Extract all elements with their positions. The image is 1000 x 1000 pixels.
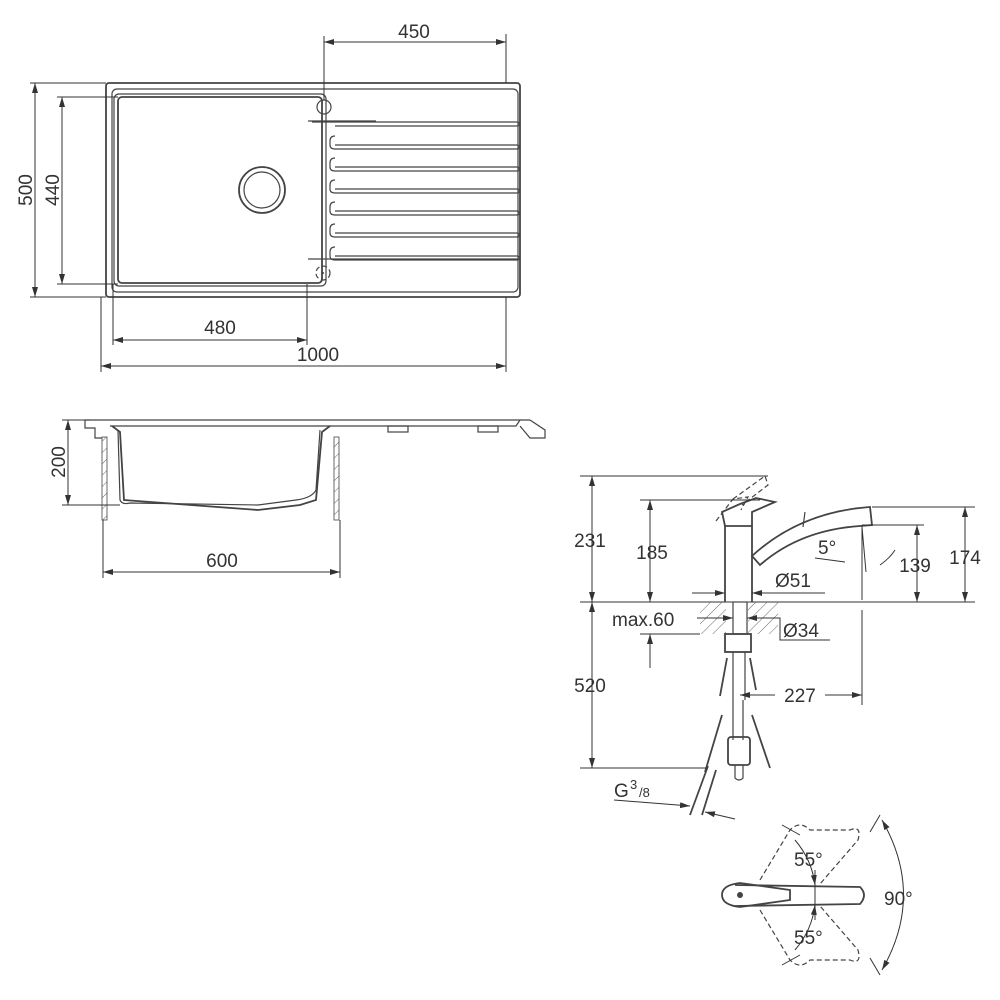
drainer-groove <box>312 121 521 127</box>
spout-rotated-up <box>759 824 860 885</box>
dim-diameter-51: Ø51 <box>775 571 811 592</box>
drainer-groove <box>329 179 521 194</box>
tap-hole <box>316 99 332 115</box>
dim-139: 139 <box>899 556 931 577</box>
faucet-lever <box>720 497 778 527</box>
dim-520: 520 <box>574 676 606 697</box>
dim-450: 450 <box>398 22 430 43</box>
faucet-body <box>724 525 753 602</box>
dim-185: 185 <box>636 543 668 564</box>
svg-text:G: G <box>614 781 629 802</box>
svg-text:3: 3 <box>630 777 637 792</box>
cabinet-wall-left <box>101 436 108 521</box>
dim-max-60: max.60 <box>612 610 674 631</box>
sink-top-view: 450 500 440 480 1000 <box>16 22 521 372</box>
pullout-weight <box>727 736 751 766</box>
mounting-nut <box>724 633 752 653</box>
angle-55-upper: 55° <box>794 850 823 871</box>
faucet-side-view: 231 185 174 139 5° Ø51 max.60 Ø34 520 22… <box>574 475 981 820</box>
sink-outline <box>105 82 521 298</box>
sink-bowl <box>117 96 323 284</box>
dim-500: 500 <box>16 174 37 206</box>
drain-icon <box>238 166 286 214</box>
dim-440: 440 <box>43 174 64 206</box>
dim-200: 200 <box>49 446 70 478</box>
drainer-groove <box>329 157 521 172</box>
sink-bowl-edge <box>113 93 327 287</box>
drainer-groove <box>329 201 521 216</box>
dim-5-degrees: 5° <box>818 538 836 559</box>
dim-600: 600 <box>206 551 238 572</box>
dim-diameter-34: Ø34 <box>783 621 819 642</box>
spout-rotated-down <box>759 905 860 966</box>
dim-227: 227 <box>784 686 816 707</box>
dim-480: 480 <box>204 318 236 339</box>
cabinet-wall-right <box>333 436 340 521</box>
dim-174: 174 <box>949 548 981 569</box>
supply-hoses <box>704 714 771 773</box>
lever-open-position <box>732 475 769 506</box>
lever-top <box>721 882 791 908</box>
thread-label: G 3 /8 <box>614 777 650 802</box>
faucet-spout <box>750 506 873 567</box>
sink-rim <box>111 88 519 293</box>
angle-90: 90° <box>884 889 913 910</box>
svg-text:/8: /8 <box>639 785 650 800</box>
bowl-profile <box>111 425 331 511</box>
drainer-groove <box>329 135 521 150</box>
drainer-groove <box>329 246 521 261</box>
angle-55-lower: 55° <box>794 928 823 949</box>
sink-section-view: 200 600 <box>49 419 546 578</box>
spout-top <box>734 884 865 907</box>
dim-1000: 1000 <box>297 345 339 366</box>
drainer-groove <box>329 223 521 238</box>
faucet-top-view: 55° 90° 55° <box>721 814 913 976</box>
overflow-hole-dashed <box>315 265 331 281</box>
drainer-grooves <box>312 121 521 261</box>
dim-231: 231 <box>574 531 606 552</box>
